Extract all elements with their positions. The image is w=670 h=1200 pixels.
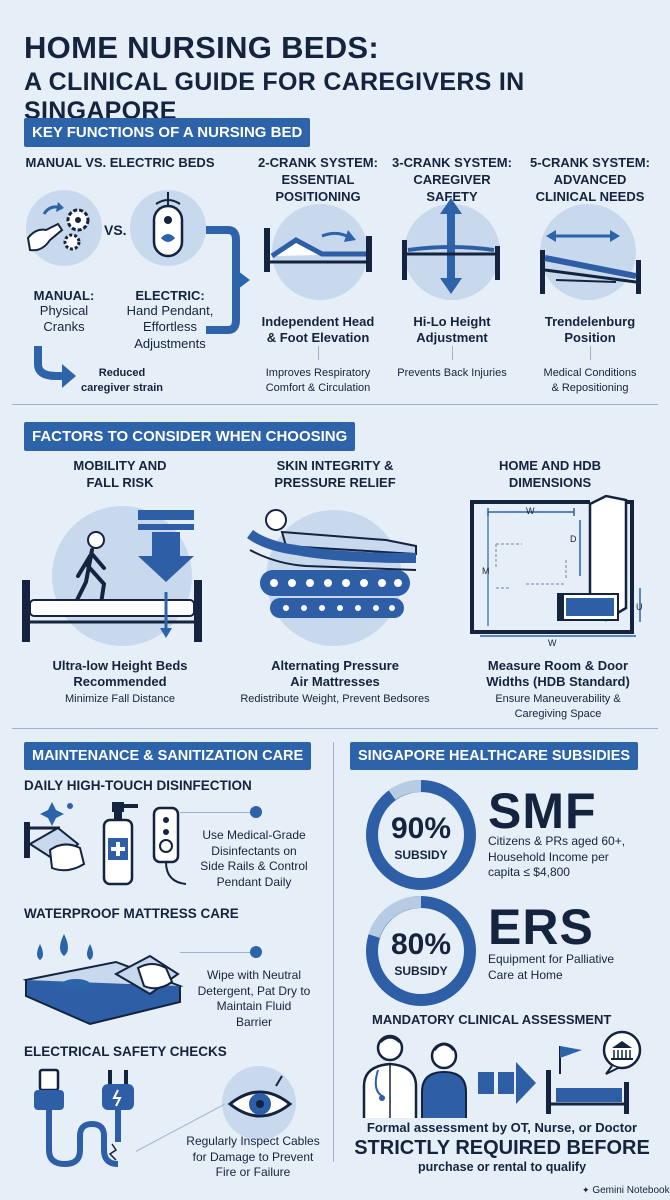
footer-brand: ✦ Gemini Notebook bbox=[582, 1185, 670, 1196]
home-heading: HOME AND HDB DIMENSIONS bbox=[498, 458, 602, 490]
maint-dot-2 bbox=[250, 946, 262, 958]
skin-feature: Alternating Pressure Air Mattresses bbox=[271, 658, 399, 690]
page-title-line2: A CLINICAL GUIDE FOR CAREGIVERS IN SINGA… bbox=[24, 68, 525, 125]
crank5-connector bbox=[590, 346, 591, 360]
crank3-heading: 3-CRANK SYSTEM: CAREGIVER SAFETY bbox=[392, 155, 512, 204]
crank3-benefit: Prevents Back Injuries bbox=[397, 367, 507, 379]
height-adjust-icon bbox=[402, 198, 500, 294]
bracket-arrow-icon bbox=[206, 226, 250, 334]
reduced-strain-text: Reduced caregiver strain bbox=[81, 367, 163, 394]
brand-sparkle-icon: ✦ bbox=[582, 1185, 590, 1195]
home-benefit: Ensure Maneuverability & Caregiving Spac… bbox=[495, 693, 621, 720]
subsidies-banner: SINGAPORE HEALTHCARE SUBSIDIES bbox=[350, 742, 639, 770]
manual-desc: Physical Cranks bbox=[39, 303, 89, 335]
crank5-feature: Trendelenburg Position bbox=[544, 314, 636, 346]
smf-name: SMF bbox=[488, 783, 597, 839]
crank3-feature: Hi-Lo Height Adjustment bbox=[413, 314, 491, 346]
smf-ring-gap bbox=[388, 780, 422, 801]
crank2-feature: Independent Head & Foot Elevation bbox=[261, 314, 375, 346]
maint-text-1: Use Medical-Grade Disinfectants on Side … bbox=[200, 828, 308, 889]
maint-heading-3: ELECTRICAL SAFETY CHECKS bbox=[24, 1044, 227, 1059]
disinfection-icon bbox=[24, 802, 187, 886]
inspection-eye-icon bbox=[227, 1075, 293, 1118]
manual-title: MANUAL: bbox=[33, 288, 95, 303]
dim-label-u: U bbox=[636, 602, 643, 612]
dim-label-d: D bbox=[570, 534, 577, 544]
smf-subsidy-label: SUBSIDY bbox=[394, 848, 448, 862]
maint-text-2: Wipe with Neutral Detergent, Pat Dry to … bbox=[197, 968, 311, 1029]
maint-connector-1 bbox=[180, 812, 254, 813]
page-title-line1: HOME NURSING BEDS: bbox=[24, 30, 380, 65]
pendant-remote-icon bbox=[152, 192, 184, 258]
ers-desc: Equipment for Palliative Care at Home bbox=[488, 952, 615, 982]
crank2-connector bbox=[318, 346, 319, 360]
trendelenburg-bed-icon bbox=[540, 230, 641, 294]
ers-name: ERS bbox=[488, 899, 594, 955]
mobility-feature: Ultra-low Height Beds Recommended bbox=[52, 658, 188, 690]
mobility-heading: MOBILITY AND FALL RISK bbox=[73, 458, 167, 490]
smf-desc: Citizens & PRs aged 60+, Household Incom… bbox=[488, 834, 626, 880]
crank2-heading: 2-CRANK SYSTEM: ESSENTIAL POSITIONING bbox=[258, 155, 378, 204]
manual-icon-bg bbox=[26, 190, 102, 266]
vs-label: VS. bbox=[104, 222, 127, 238]
air-mattress-icon bbox=[247, 509, 417, 618]
assessment-line2: STRICTLY REQUIRED BEFORE bbox=[354, 1137, 650, 1159]
section-divider-2 bbox=[12, 728, 658, 729]
low-bed-fall-icon bbox=[22, 510, 202, 642]
electric-desc: Hand Pendant, Effortless Adjustments bbox=[126, 303, 214, 351]
column-divider bbox=[333, 742, 334, 1162]
assessment-line1: Formal assessment by OT, Nurse, or Docto… bbox=[366, 1120, 638, 1135]
maint-connector-2 bbox=[180, 952, 254, 953]
skin-benefit: Redistribute Weight, Prevent Bedsores bbox=[240, 693, 430, 705]
section-divider bbox=[12, 404, 658, 405]
dim-label-w-bottom: W bbox=[548, 638, 557, 648]
maint-dot-1 bbox=[250, 806, 262, 818]
assessment-illustration bbox=[362, 1030, 642, 1118]
brand-text: Gemini Notebook bbox=[592, 1185, 670, 1196]
home-feature: Measure Room & Door Widths (HDB Standard… bbox=[486, 658, 630, 690]
crank5-heading: 5-CRANK SYSTEM: ADVANCED CLINICAL NEEDS bbox=[530, 155, 650, 204]
crank5-icon-bg bbox=[540, 204, 636, 300]
hand-crank-icon bbox=[26, 202, 90, 252]
manual-vs-electric-heading: MANUAL VS. ELECTRIC BEDS bbox=[25, 155, 215, 170]
assessment-line3: purchase or rental to qualify bbox=[417, 1160, 587, 1174]
floor-plan-icon bbox=[470, 494, 641, 637]
electric-title: ELECTRIC: bbox=[135, 288, 205, 303]
power-cable-icon bbox=[34, 1068, 134, 1168]
crank3-connector bbox=[452, 346, 453, 360]
curved-arrow-icon bbox=[34, 346, 76, 388]
adjustable-bed-icon bbox=[264, 228, 372, 272]
dim-label-w-top: W bbox=[526, 506, 535, 516]
smf-percent: 90% bbox=[390, 812, 452, 845]
key-functions-banner: KEY FUNCTIONS OF A NURSING BED bbox=[24, 118, 311, 147]
waterproof-mattress-icon bbox=[22, 934, 184, 1026]
factors-banner: FACTORS TO CONSIDER WHEN CHOOSING bbox=[24, 422, 356, 451]
maint-heading-2: WATERPROOF MATTRESS CARE bbox=[24, 906, 239, 921]
ers-ring-gap bbox=[368, 895, 422, 939]
maint-heading-1: DAILY HIGH-TOUCH DISINFECTION bbox=[24, 778, 252, 793]
maint-text-3: Regularly Inspect Cables for Damage to P… bbox=[186, 1134, 320, 1180]
crank5-benefit: Medical Conditions & Repositioning bbox=[543, 367, 637, 394]
maintenance-banner: MAINTENANCE & SANITIZATION CARE bbox=[24, 742, 312, 770]
ers-percent: 80% bbox=[390, 928, 452, 961]
assessment-heading: MANDATORY CLINICAL ASSESSMENT bbox=[372, 1012, 612, 1027]
mobility-benefit: Minimize Fall Distance bbox=[64, 693, 176, 705]
dim-label-m: M bbox=[482, 566, 490, 576]
crank2-benefit: Improves Respiratory Comfort & Circulati… bbox=[265, 367, 371, 394]
ers-subsidy-label: SUBSIDY bbox=[394, 964, 448, 978]
skin-heading: SKIN INTEGRITY & PRESSURE RELIEF bbox=[274, 458, 396, 490]
